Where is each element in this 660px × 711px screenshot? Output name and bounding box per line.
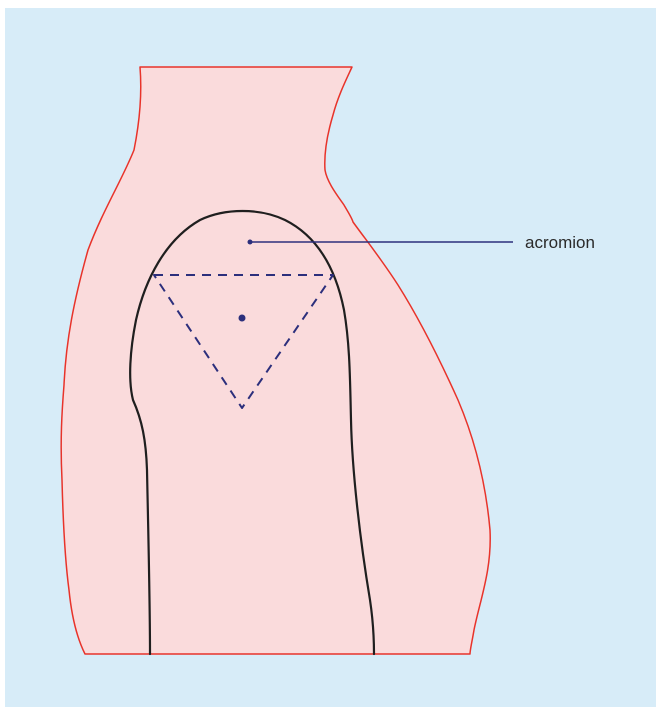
torso-silhouette — [61, 67, 490, 654]
centroid-point — [239, 315, 246, 322]
acromion-label: acromion — [525, 233, 595, 252]
